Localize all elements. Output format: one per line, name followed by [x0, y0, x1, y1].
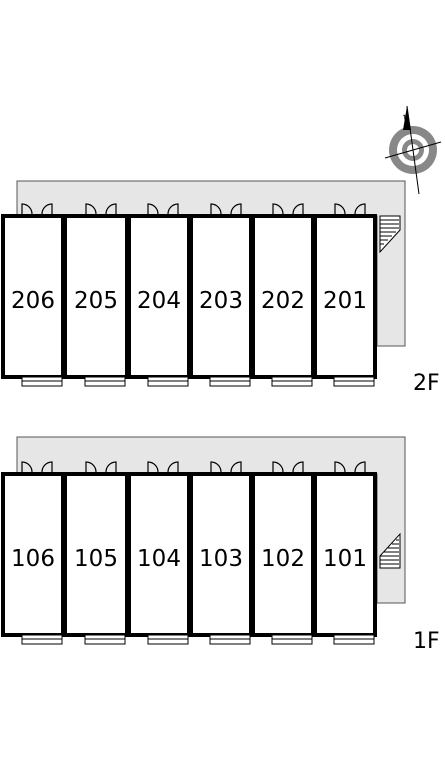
- unit-label: 204: [137, 288, 181, 314]
- unit-label: 101: [323, 546, 367, 572]
- unit-101: 101: [313, 461, 377, 645]
- unit-106: 106: [1, 461, 65, 645]
- unit-label: 205: [74, 288, 118, 314]
- stairs-icon: [379, 532, 401, 569]
- floor-1f: 106 105 104 103: [1, 436, 440, 654]
- unit-201: 201: [313, 203, 377, 387]
- unit-label: 106: [11, 546, 55, 572]
- unit-203: 203: [189, 203, 253, 387]
- unit-104: 104: [127, 461, 191, 645]
- unit-label: 202: [261, 288, 305, 314]
- floor-label-1f: 1F: [413, 629, 440, 654]
- unit-103: 103: [189, 461, 253, 645]
- unit-105: 105: [63, 461, 129, 645]
- unit-label: 206: [11, 288, 55, 314]
- unit-label: 105: [74, 546, 118, 572]
- stairs-icon: [379, 215, 401, 254]
- unit-label: 103: [199, 546, 243, 572]
- floor-2f: 206 205 204 203: [1, 180, 440, 396]
- unit-label: 203: [199, 288, 243, 314]
- unit-202: 202: [251, 203, 315, 387]
- compass-icon: N: [384, 105, 442, 195]
- compass-north-label: N: [402, 112, 410, 122]
- unit-label: 104: [137, 546, 181, 572]
- unit-102: 102: [251, 461, 315, 645]
- unit-206: 206: [1, 203, 65, 387]
- unit-205: 205: [63, 203, 129, 387]
- floor-label-2f: 2F: [413, 371, 440, 396]
- unit-label: 201: [323, 288, 367, 314]
- unit-204: 204: [127, 203, 191, 387]
- unit-label: 102: [261, 546, 305, 572]
